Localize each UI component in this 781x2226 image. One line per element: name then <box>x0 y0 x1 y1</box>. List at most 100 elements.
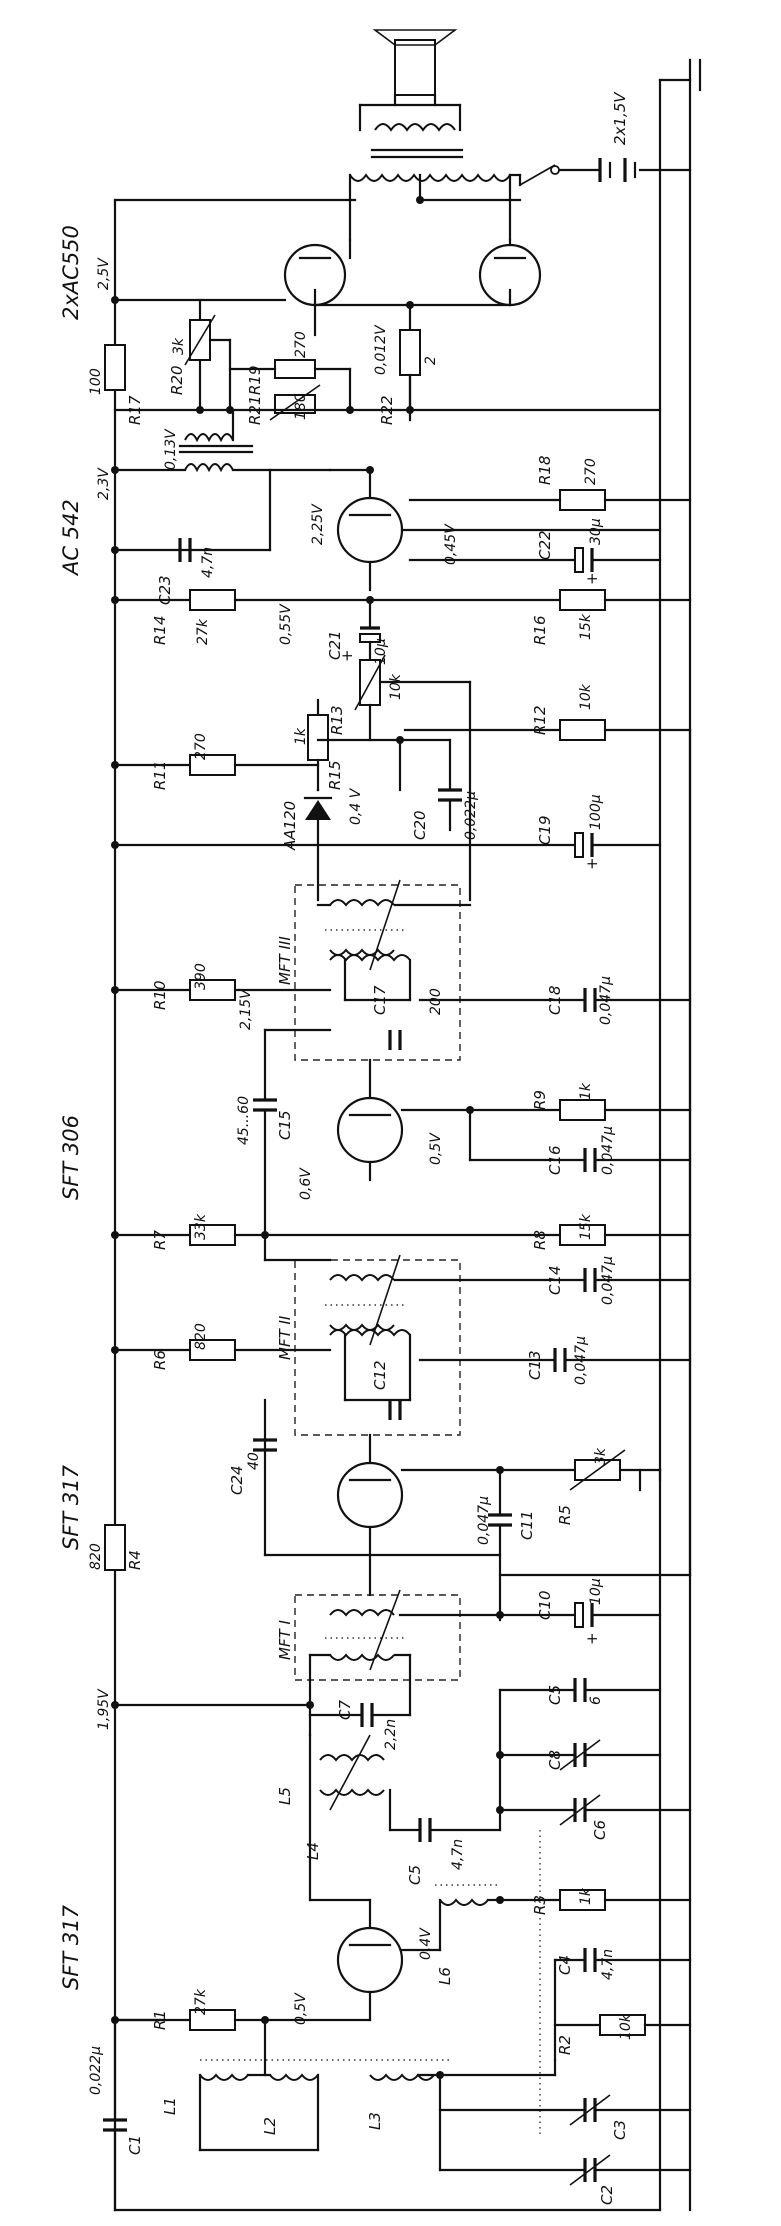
c8-label: C8 <box>546 1750 564 1770</box>
r17-label: R17 <box>126 395 144 425</box>
r4-label: R4 <box>126 1550 144 1570</box>
c7-label: C7 <box>336 1700 354 1720</box>
v-1-95: 1,95V <box>96 1688 112 1730</box>
c21-value: 10μ <box>373 638 389 665</box>
v-2-15: 2,15V <box>238 988 254 1030</box>
c5a-value: 4,7n <box>450 1839 466 1870</box>
c24-label: C24 <box>228 1465 246 1495</box>
r22-value: 2 <box>423 356 439 365</box>
c18-label: C18 <box>546 985 564 1015</box>
v-0-4: 0,4V <box>418 1927 434 1960</box>
r15-label: R15 <box>326 760 344 790</box>
r21-label: R21 <box>246 395 264 425</box>
detector-stage: R11 270 1k R15 C20 0,022μ R12 10k AA120 … <box>111 683 692 902</box>
c2-c3: C3 C2 <box>438 2094 692 2205</box>
r6-value: 820 <box>193 1323 209 1350</box>
v-2-25: 2,25V <box>310 503 326 545</box>
c19-plus: + <box>583 857 601 870</box>
c11-value: 0,047μ <box>476 1496 492 1545</box>
c7-node: 1,95V C7 2,2n L5 <box>96 1688 412 1805</box>
r20-label: R20 <box>168 365 186 395</box>
r12-value: 10k <box>578 683 594 710</box>
r13-value: 10k <box>388 673 404 700</box>
c14-value: 0,047μ <box>600 1256 616 1305</box>
r6-c13: R6 820 C13 0,047μ <box>111 1323 692 1385</box>
v-0-4-d: 0,4 V <box>348 787 364 825</box>
r19-value: 270 <box>293 331 309 358</box>
mft2-label: MFT II <box>276 1315 294 1360</box>
v-2-5: 2,5V <box>96 257 112 290</box>
r18-value: 270 <box>583 458 599 485</box>
ac542-label: AC 542 <box>59 499 83 577</box>
r17: 100 R17 <box>88 344 144 425</box>
c2-label: C2 <box>598 2185 616 2205</box>
r14-label: R14 <box>151 615 169 645</box>
sft306-label: SFT 306 <box>59 1115 83 1200</box>
r4-value: 820 <box>88 1543 104 1570</box>
c21-label: C21 <box>326 630 344 660</box>
battery: 2x1,5V <box>598 91 637 182</box>
c5b-value: 6 <box>588 1696 604 1705</box>
mixer-stage: L4 C5 4,7n SFT 317 0,4V 0,5V L6 R3 1k <box>59 1713 692 2025</box>
c5a-label: C5 <box>406 1865 424 1885</box>
r3-value: 1k <box>578 1887 594 1905</box>
r3-label: R3 <box>531 1895 549 1915</box>
r7-value: 33k <box>193 1213 209 1240</box>
sft317-b-label: SFT 317 <box>59 1464 83 1550</box>
c11-label: C11 <box>518 1510 536 1540</box>
mft3-transformer: MFT III C17 200 <box>276 879 472 1061</box>
c4-r2: C4 4,7n R2 10k <box>553 1948 692 2062</box>
r13-label: R13 <box>328 705 346 735</box>
speaker <box>358 29 462 107</box>
c17-label: C17 <box>371 985 389 1015</box>
v-0-5-b: 0,5V <box>428 1132 444 1165</box>
v-0-6: 0,6V <box>298 1167 314 1200</box>
agc-line <box>658 728 692 1577</box>
r9-label: R9 <box>531 1090 549 1110</box>
c4-value: 4,7n <box>600 1949 616 1980</box>
r14-value: 27k <box>195 618 211 645</box>
r11-label: R11 <box>151 760 169 790</box>
v-2-3: 2,3V <box>96 467 112 500</box>
c6-label: C6 <box>591 1820 609 1840</box>
c12-label: C12 <box>371 1360 389 1390</box>
c13-label: C13 <box>526 1350 544 1380</box>
r10-value: 390 <box>193 963 209 990</box>
r7-r8: R7 33k R8 15k <box>111 1213 692 1250</box>
power-switch <box>518 164 560 187</box>
r16-value: 15k <box>578 613 594 640</box>
r16-label: R16 <box>531 615 549 645</box>
mft1-transformer: MFT I C10 10μ + <box>276 1553 662 1717</box>
c10-plus: + <box>583 1632 601 1645</box>
l3-label: L3 <box>366 2112 384 2130</box>
r9-value: 1k <box>578 1082 594 1100</box>
r10-label: R10 <box>151 980 169 1010</box>
c23-value: 4,7n <box>200 547 216 578</box>
aa120-label: AA120 <box>281 801 299 851</box>
r8-value: 15k <box>578 1213 594 1240</box>
l4-label: L4 <box>304 1842 322 1860</box>
c19: C19 100μ + <box>111 794 662 870</box>
c22-label: C22 <box>536 530 554 560</box>
c4-label: C4 <box>556 1955 574 1975</box>
l5-label: L5 <box>276 1787 294 1805</box>
if-stage-3: 45...60 C15 SFT 306 0,6V 0,5V R9 1k C16 … <box>59 1028 692 1262</box>
r17-value: 100 <box>88 368 104 395</box>
c24-value: 40 <box>246 1452 262 1470</box>
if-stage-2: C24 40 SFT 317 R5 3k 0,047μ C11 <box>59 1398 692 1622</box>
r19-label: R19 <box>246 365 264 395</box>
battery-label: 2x1,5V <box>611 91 629 145</box>
oscillator-tuning: C5 6 C8 C6 <box>496 1678 692 2135</box>
r8-label: R8 <box>531 1230 549 1250</box>
r11-value: 270 <box>193 733 209 760</box>
r6-label: R6 <box>151 1350 169 1370</box>
c7-value: 2,2n <box>383 1719 399 1750</box>
c14-label: C14 <box>546 1265 564 1295</box>
l1-label: L1 <box>161 2097 179 2115</box>
r15-value: 1k <box>293 727 309 745</box>
r4: 820 R4 <box>88 1524 144 1571</box>
c16-value: 0,047μ <box>600 1126 616 1175</box>
r7-label: R7 <box>151 1230 169 1250</box>
r12-label: R12 <box>531 705 549 735</box>
c23: C23 4,7n <box>111 468 272 605</box>
